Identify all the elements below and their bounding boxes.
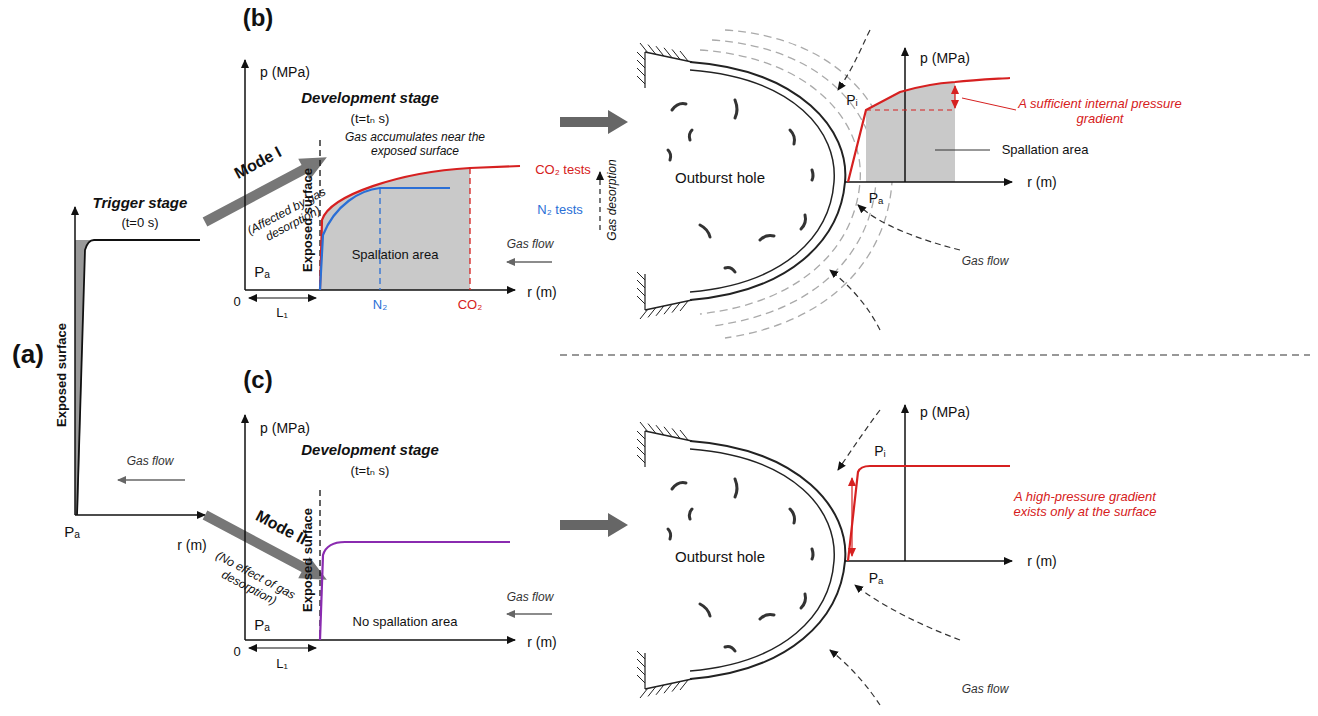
desorption-label: Gas desorption: [606, 159, 620, 240]
pressure-label: Pₐ: [869, 190, 884, 206]
time-label: (t=0 s): [121, 216, 158, 231]
flow-label: Gas flow: [507, 238, 554, 252]
area-label: Spallation area: [352, 248, 439, 263]
surface-label: Exposed surface: [55, 323, 70, 427]
panel-label: (c): [243, 366, 272, 394]
area-label: No spallation area: [353, 615, 458, 630]
surface-label: Exposed surface: [301, 168, 316, 272]
area-label: Spallation area: [1002, 143, 1089, 158]
hole-label: Outburst hole: [675, 548, 765, 565]
axis-label: r (m): [1027, 174, 1057, 190]
axis-label: r (m): [1027, 553, 1057, 569]
length-label: L₁: [276, 306, 288, 321]
mode-label: Mode I: [231, 143, 284, 183]
tick-label: N₂: [373, 298, 387, 313]
axis-label: r (m): [177, 537, 207, 553]
flow-label: Gas flow: [127, 455, 174, 469]
pressure-label: Pᵢ: [874, 443, 886, 459]
surface-label: Exposed surface: [301, 508, 316, 612]
length-label: L₁: [276, 657, 288, 672]
flow-label: Gas flow: [507, 591, 554, 605]
stage-title: Trigger stage: [93, 194, 188, 211]
hole-label: Outburst hole: [675, 169, 765, 186]
note-text: Gas accumulates near the exposed surface: [330, 131, 500, 159]
panel-label: (a): [12, 340, 44, 370]
axis-label: p (MPa): [920, 50, 970, 66]
axis-label: p (MPa): [920, 404, 970, 420]
stage-title: Development stage: [301, 89, 439, 106]
panel-label: (b): [243, 4, 274, 32]
annotation-text: A sufficient internal pressure gradient: [1018, 97, 1183, 127]
axis-label: r (m): [527, 634, 557, 650]
mode-note: (No effect of gas desorption): [188, 539, 316, 624]
series-label: CO₂ tests: [535, 163, 591, 178]
time-label: (t=tₙ s): [351, 112, 390, 127]
tick-label: CO₂: [458, 298, 483, 313]
pressure-label: Pᵢ: [846, 92, 858, 108]
stage-title: Development stage: [301, 441, 439, 458]
pressure-label: Pₐ: [64, 523, 80, 540]
origin-label: 0: [233, 645, 240, 660]
time-label: (t=tₙ s): [351, 464, 390, 479]
axis-label: p (MPa): [260, 420, 310, 436]
axis-label: r (m): [527, 284, 557, 300]
flow-label: Gas flow: [962, 683, 1009, 697]
origin-label: 0: [233, 295, 240, 310]
series-label: N₂ tests: [537, 203, 583, 218]
flow-label: Gas flow: [962, 255, 1009, 269]
pressure-label: Pₐ: [254, 263, 270, 280]
pressure-label: Pₐ: [869, 570, 884, 586]
annotation-text: A high-pressure gradient exists only at …: [998, 490, 1173, 520]
axis-label: p (MPa): [260, 64, 310, 80]
pressure-label: Pₐ: [254, 616, 270, 633]
